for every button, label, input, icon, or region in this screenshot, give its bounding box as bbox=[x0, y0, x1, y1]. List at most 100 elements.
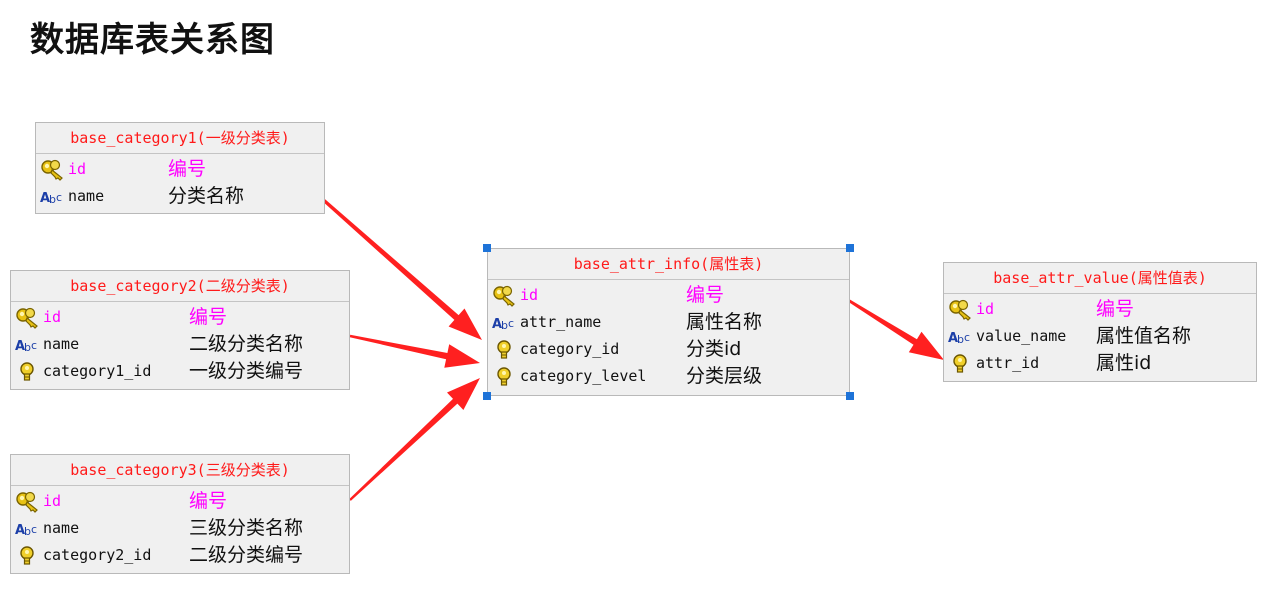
field-comment: 属性名称 bbox=[686, 311, 763, 333]
selection-handle-bottom-right[interactable] bbox=[846, 392, 854, 400]
field-name: id bbox=[976, 300, 995, 318]
selection-handle-top-right[interactable] bbox=[846, 244, 854, 252]
foreign-key-icon bbox=[492, 366, 518, 388]
field-name: attr_id bbox=[976, 354, 1040, 372]
field-row-category1-id[interactable]: category1_id 一级分类编号 bbox=[11, 358, 349, 385]
svg-text:b: b bbox=[957, 333, 964, 346]
svg-text:A: A bbox=[15, 523, 25, 538]
relationship-arrow-cat1-to-attr_info bbox=[284, 165, 482, 340]
field-name: value_name bbox=[976, 327, 1067, 345]
svg-text:b: b bbox=[501, 319, 508, 332]
field-comment: 一级分类编号 bbox=[189, 360, 304, 382]
field-name: id bbox=[520, 286, 539, 304]
svg-text:c: c bbox=[56, 191, 62, 204]
foreign-key-icon bbox=[15, 545, 41, 567]
field-name: id bbox=[68, 160, 87, 178]
field-row-id[interactable]: id 编号 bbox=[11, 488, 349, 515]
field-comment: 分类名称 bbox=[168, 185, 245, 207]
field-row-id[interactable]: id 编号 bbox=[11, 304, 349, 331]
field-comment: 编号 bbox=[686, 284, 725, 306]
field-comment: 属性值名称 bbox=[1096, 325, 1192, 347]
field-comment: 二级分类名称 bbox=[189, 333, 304, 355]
field-row-id[interactable]: id 编号 bbox=[36, 156, 324, 183]
primary-key-icon bbox=[492, 285, 518, 307]
table-title: base_category2(二级分类表) bbox=[11, 271, 349, 302]
svg-text:b: b bbox=[24, 525, 31, 538]
foreign-key-icon bbox=[15, 361, 41, 383]
table-title: base_attr_value(属性值表) bbox=[944, 263, 1256, 294]
field-comment: 三级分类名称 bbox=[189, 517, 304, 539]
field-row-category2-id[interactable]: category2_id 二级分类编号 bbox=[11, 542, 349, 569]
field-name: category1_id bbox=[43, 362, 152, 380]
primary-key-icon bbox=[948, 299, 974, 321]
field-name: attr_name bbox=[520, 313, 602, 331]
field-row-id[interactable]: id 编号 bbox=[944, 296, 1256, 323]
page-title: 数据库表关系图 bbox=[30, 20, 275, 60]
field-name: id bbox=[43, 492, 62, 510]
field-name: category_level bbox=[520, 367, 647, 385]
field-comment: 编号 bbox=[189, 490, 228, 512]
field-name: category_id bbox=[520, 340, 620, 358]
field-comment: 编号 bbox=[1096, 298, 1135, 320]
primary-key-icon bbox=[15, 491, 41, 513]
svg-text:A: A bbox=[492, 317, 502, 332]
relationship-arrow-cat3-to-attr_info bbox=[349, 378, 480, 501]
field-name: category2_id bbox=[43, 546, 152, 564]
field-row-attr-id[interactable]: attr_id 属性id bbox=[944, 350, 1256, 377]
selection-handle-top-left[interactable] bbox=[483, 244, 491, 252]
field-comment: 属性id bbox=[1096, 352, 1152, 374]
primary-key-icon bbox=[40, 159, 66, 181]
field-row-category-level[interactable]: category_level 分类层级 bbox=[488, 363, 849, 390]
field-name: name bbox=[43, 519, 80, 537]
field-comment: 二级分类编号 bbox=[189, 544, 304, 566]
svg-text:c: c bbox=[31, 339, 37, 352]
table-title: base_category1(一级分类表) bbox=[36, 123, 324, 154]
field-row-category-id[interactable]: category_id 分类id bbox=[488, 336, 849, 363]
svg-text:b: b bbox=[49, 193, 56, 206]
field-name: name bbox=[68, 187, 105, 205]
table-title: base_attr_info(属性表) bbox=[488, 249, 849, 280]
field-comment: 编号 bbox=[189, 306, 228, 328]
svg-text:c: c bbox=[964, 331, 970, 344]
svg-text:A: A bbox=[40, 191, 50, 206]
svg-text:A: A bbox=[948, 331, 958, 346]
foreign-key-icon bbox=[948, 353, 974, 375]
table-title: base_category3(三级分类表) bbox=[11, 455, 349, 486]
relationship-arrow-cat2-to-attr_info bbox=[349, 334, 480, 368]
svg-text:c: c bbox=[31, 523, 37, 536]
field-name: id bbox=[43, 308, 62, 326]
field-comment: 分类层级 bbox=[686, 365, 763, 387]
field-row-id[interactable]: id 编号 bbox=[488, 282, 849, 309]
svg-text:c: c bbox=[508, 317, 514, 330]
svg-text:b: b bbox=[24, 341, 31, 354]
field-comment: 编号 bbox=[168, 158, 207, 180]
primary-key-icon bbox=[15, 307, 41, 329]
field-comment: 分类id bbox=[686, 338, 742, 360]
svg-text:A: A bbox=[15, 339, 25, 354]
relationship-arrow-attr_info-to-attr_value bbox=[839, 294, 944, 360]
selection-handle-bottom-left[interactable] bbox=[483, 392, 491, 400]
foreign-key-icon bbox=[492, 339, 518, 361]
field-name: name bbox=[43, 335, 80, 353]
